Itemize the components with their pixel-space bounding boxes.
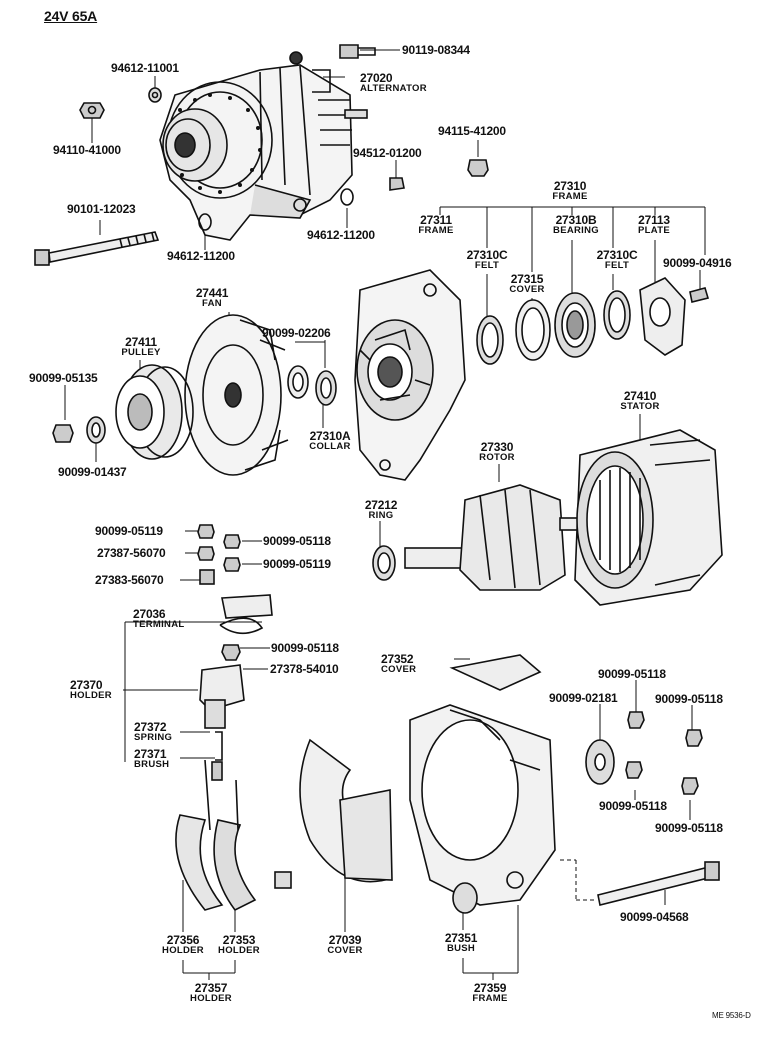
rotor [372,484,621,591]
label-94612-11001: 94612-11001 [111,61,179,75]
label-90099-05135: 90099-05135 [29,371,98,385]
label-90099-02181: 90099-02181 [549,691,618,705]
long-bolt-left [34,231,160,266]
rings-group [476,277,710,365]
footer-code: ME 9536-D [712,1011,751,1020]
nut-cluster [197,524,241,585]
leader-lines [64,49,706,980]
right-hardware [585,711,720,906]
label-90099-05118-e: 90099-05118 [599,799,667,813]
terminal-holder [199,594,273,781]
label-90099-05118-b: 90099-05118 [271,641,339,655]
front-frame [354,269,466,481]
label-90099-05119-a: 90099-05119 [95,524,163,538]
label-27387-56070: 27387-56070 [97,546,166,560]
alternator-assembly [159,51,368,241]
label-27383-56070: 27383-56070 [95,573,164,587]
diagram-title: 24V 65A [44,8,98,24]
label-94115-41200: 94115-41200 [438,124,506,138]
rear-cover [449,654,542,691]
label-90099-05118-f: 90099-05118 [655,821,723,835]
label-90099-04568: 90099-04568 [620,910,689,924]
label-90099-05118-a: 90099-05118 [263,534,331,548]
label-94110-41000: 94110-41000 [53,143,121,157]
label-90119-08344: 90119-08344 [402,43,470,57]
rectifier-holders [175,759,292,912]
label-90099-05118-c: 90099-05118 [598,667,666,681]
label-94612-11200-a: 94612-11200 [167,249,235,263]
top-hardware [79,44,489,231]
label-27378-54010: 27378-54010 [270,662,339,676]
label-90099-04916: 90099-04916 [663,256,732,270]
label-90101-12023: 90101-12023 [67,202,136,216]
diode-cover [299,738,393,883]
label-90099-05118-d: 90099-05118 [655,692,723,706]
label-94512-01200: 94512-01200 [353,146,422,160]
label-90099-05119-b: 90099-05119 [263,557,331,571]
label-90099-02206: 90099-02206 [262,326,331,340]
stator [574,429,723,606]
label-94612-11200-b: 94612-11200 [307,228,375,242]
label-90099-01437: 90099-01437 [58,465,127,479]
rear-frame [409,704,556,914]
fan-pulley-group [52,314,337,476]
